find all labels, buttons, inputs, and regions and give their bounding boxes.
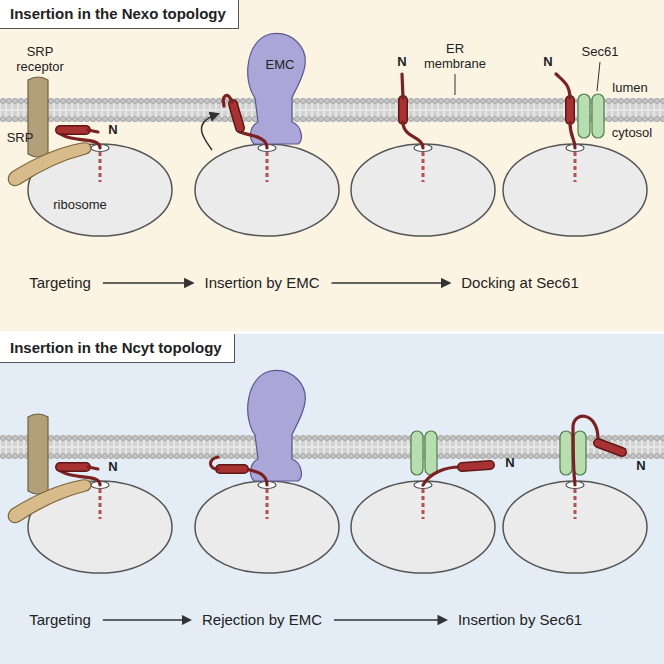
terminus-label: N bbox=[543, 55, 552, 70]
transmembrane-helix bbox=[60, 127, 86, 134]
polypeptide-chain bbox=[211, 457, 219, 469]
polypeptide-chain bbox=[240, 132, 267, 148]
step-arrow bbox=[103, 282, 193, 284]
step-arrow bbox=[334, 619, 446, 621]
transmembrane-helix bbox=[598, 443, 622, 452]
insertion-arrow bbox=[201, 114, 218, 150]
polypeptide-chain bbox=[403, 122, 423, 148]
srp-shape bbox=[8, 480, 91, 523]
ribosome-shape bbox=[195, 481, 339, 573]
er-membrane bbox=[0, 98, 664, 122]
step-label: Insertion by EMC bbox=[204, 274, 319, 291]
ribosome-shape bbox=[503, 144, 647, 236]
step-label: Insertion by Sec61 bbox=[458, 611, 582, 628]
sec61-channel bbox=[592, 94, 604, 138]
transmembrane-helix bbox=[400, 100, 407, 120]
terminus-label: N bbox=[108, 460, 117, 475]
sec61-channel bbox=[578, 94, 590, 138]
transmembrane-helix bbox=[462, 465, 490, 467]
polypeptide-chain bbox=[423, 467, 460, 485]
polypeptide-chain bbox=[223, 95, 232, 106]
transmembrane-helix bbox=[60, 464, 86, 471]
panel-heading: Insertion in the Ncyt topology bbox=[0, 334, 235, 363]
polypeptide-chain bbox=[556, 74, 570, 98]
terminus-label: N bbox=[397, 55, 406, 70]
leader-line bbox=[455, 74, 456, 95]
terminus-label: N bbox=[108, 123, 117, 138]
srp-receptor-shape bbox=[28, 414, 48, 494]
sec61-channel bbox=[560, 431, 572, 475]
polypeptide-chain bbox=[88, 467, 98, 469]
part-name: Sec61 bbox=[582, 45, 619, 60]
part-name: SRP receptor bbox=[10, 45, 70, 75]
polypeptide-chain bbox=[570, 122, 575, 148]
ribosome-shape bbox=[351, 481, 495, 573]
step-label: Rejection by EMC bbox=[202, 611, 322, 628]
sec61-channel bbox=[411, 431, 423, 475]
step-label: Targeting bbox=[29, 274, 91, 291]
transmembrane-helix bbox=[220, 466, 244, 473]
transmembrane-helix bbox=[567, 100, 574, 120]
part-name: EMC bbox=[266, 58, 295, 73]
part-name: ER membrane bbox=[420, 42, 490, 72]
sec61-channel bbox=[574, 431, 586, 475]
ribosome-shape bbox=[351, 144, 495, 236]
ribosome-shape bbox=[503, 481, 647, 573]
emc-complex bbox=[248, 33, 305, 144]
step-label: Docking at Sec61 bbox=[461, 274, 579, 291]
srp-receptor-shape bbox=[28, 77, 48, 157]
polypeptide-chain bbox=[88, 130, 98, 132]
compartment-label: cytosol bbox=[612, 126, 652, 141]
step-arrow bbox=[103, 619, 190, 621]
emc-complex bbox=[248, 370, 305, 481]
part-name: SRP bbox=[7, 131, 34, 146]
polypeptide-chain bbox=[402, 74, 403, 98]
part-name: ribosome bbox=[53, 198, 106, 213]
srp-shape bbox=[8, 143, 91, 186]
step-arrow bbox=[332, 282, 450, 284]
terminus-label: N bbox=[636, 459, 645, 474]
leader-line bbox=[597, 62, 600, 91]
sec61-channel bbox=[425, 431, 437, 475]
polypeptide-chain bbox=[573, 416, 598, 485]
step-label: Targeting bbox=[29, 611, 91, 628]
terminus-label: N bbox=[505, 456, 514, 471]
transmembrane-helix bbox=[233, 104, 240, 128]
compartment-label: lumen bbox=[612, 81, 647, 96]
panel-heading: Insertion in the Nexo topology bbox=[0, 0, 239, 29]
ribosome-shape bbox=[195, 144, 339, 236]
